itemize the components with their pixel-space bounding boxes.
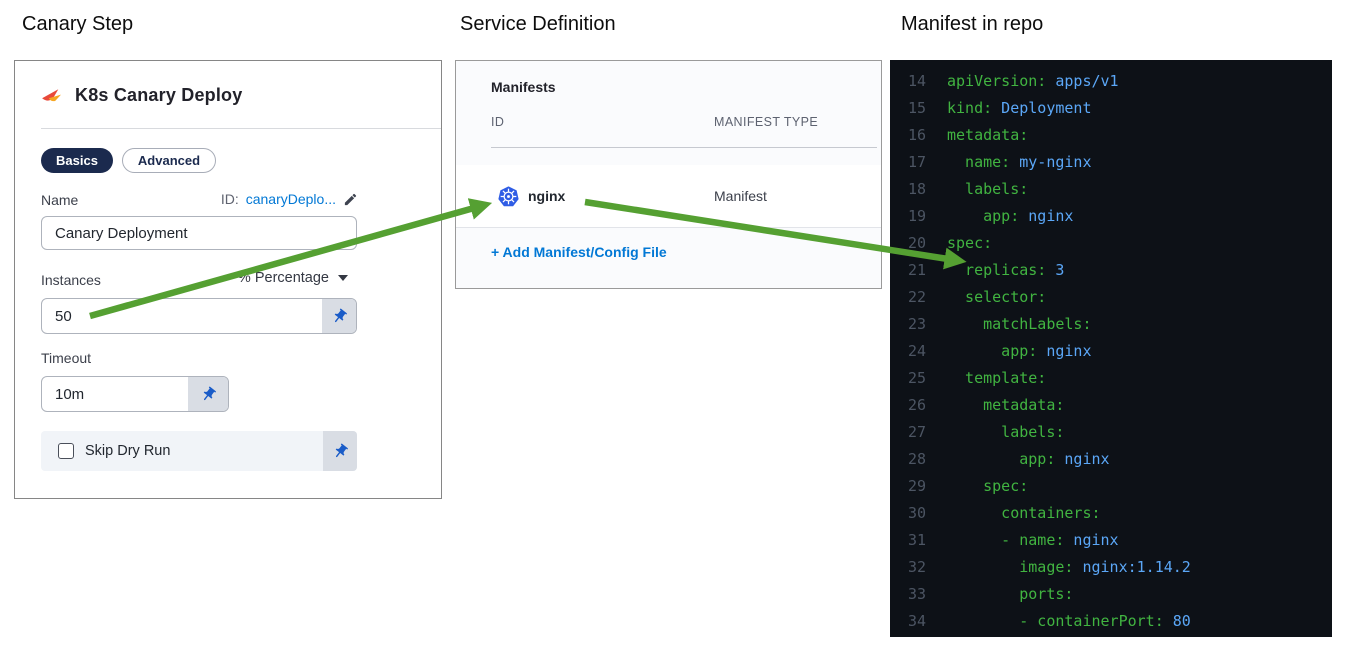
skip-dry-run-pin-button[interactable] — [323, 431, 357, 471]
step-tabs: Basics Advanced — [41, 148, 217, 173]
canary-bird-icon — [42, 88, 61, 101]
instances-unit-label: % Percentage — [237, 270, 329, 286]
skip-dry-run-checkbox[interactable] — [58, 443, 74, 459]
code-line-33: 33 ports: — [907, 584, 1074, 603]
add-manifest-link[interactable]: + Add Manifest/Config File — [491, 244, 667, 260]
code-line-34: 34 - containerPort: 80 — [907, 611, 1191, 630]
service-definition-heading: Service Definition — [460, 13, 616, 35]
timeout-label: Timeout — [41, 350, 92, 366]
skip-dry-run-label: Skip Dry Run — [85, 443, 171, 459]
id-prefix-label: ID: — [220, 191, 239, 207]
code-line-17: 17 name: my-nginx — [907, 152, 1092, 171]
code-line-26: 26 metadata: — [907, 395, 1065, 414]
manifests-section-title: Manifests — [491, 79, 556, 95]
instances-label: Instances — [41, 272, 101, 288]
code-line-18: 18 labels: — [907, 179, 1029, 198]
code-line-21: 21 replicas: 3 — [907, 260, 1065, 279]
step-title: K8s Canary Deploy — [75, 85, 243, 105]
instances-unit-dropdown[interactable]: % Percentage — [185, 270, 348, 286]
header-divider — [491, 147, 877, 148]
step-title-row: K8s Canary Deploy — [41, 85, 242, 106]
pin-icon — [203, 386, 216, 400]
column-header-id: ID — [491, 115, 505, 129]
canary-step-panel: K8s Canary Deploy Basics Advanced Name I… — [14, 60, 442, 499]
step-id-cluster: ID: canaryDeplo... — [185, 191, 358, 207]
code-line-25: 25 template: — [907, 368, 1047, 387]
edit-id-pencil-icon[interactable] — [343, 192, 358, 207]
tab-advanced[interactable]: Advanced — [121, 148, 217, 173]
name-label: Name — [41, 192, 79, 208]
code-line-28: 28 app: nginx — [907, 449, 1110, 468]
skip-dry-run-row: Skip Dry Run — [41, 431, 357, 471]
code-line-22: 22 selector: — [907, 287, 1047, 306]
chevron-down-icon — [338, 275, 348, 281]
code-line-23: 23 matchLabels: — [907, 314, 1092, 333]
instances-input-group — [41, 298, 357, 334]
instances-input[interactable] — [42, 299, 322, 333]
title-divider — [41, 128, 441, 129]
instances-pin-button[interactable] — [322, 299, 356, 333]
kubernetes-icon — [498, 185, 519, 206]
code-line-32: 32 image: nginx:1.14.2 — [907, 557, 1191, 576]
service-definition-panel: Manifests ID MANIFEST TYPE nginx Manifes… — [455, 60, 882, 289]
code-line-27: 27 labels: — [907, 422, 1065, 441]
pin-icon — [335, 443, 348, 457]
column-header-manifest-type: MANIFEST TYPE — [714, 115, 819, 129]
manifest-table-row[interactable]: nginx Manifest — [456, 165, 881, 228]
code-line-30: 30 containers: — [907, 503, 1101, 522]
code-line-29: 29 spec: — [907, 476, 1029, 495]
manifest-in-repo-heading: Manifest in repo — [901, 13, 1044, 35]
manifest-row-type: Manifest — [714, 188, 767, 204]
tab-basics[interactable]: Basics — [41, 148, 113, 173]
timeout-input-group — [41, 376, 229, 412]
timeout-input[interactable] — [42, 377, 188, 411]
id-value-link[interactable]: canaryDeplo... — [245, 191, 336, 207]
canary-step-heading: Canary Step — [22, 13, 134, 35]
manifest-row-id: nginx — [528, 188, 566, 204]
pin-icon — [334, 308, 347, 322]
code-line-19: 19 app: nginx — [907, 206, 1074, 225]
code-line-31: 31 - name: nginx — [907, 530, 1119, 549]
timeout-pin-button[interactable] — [188, 377, 228, 411]
code-line-24: 24 app: nginx — [907, 341, 1092, 360]
name-input[interactable] — [41, 216, 357, 250]
